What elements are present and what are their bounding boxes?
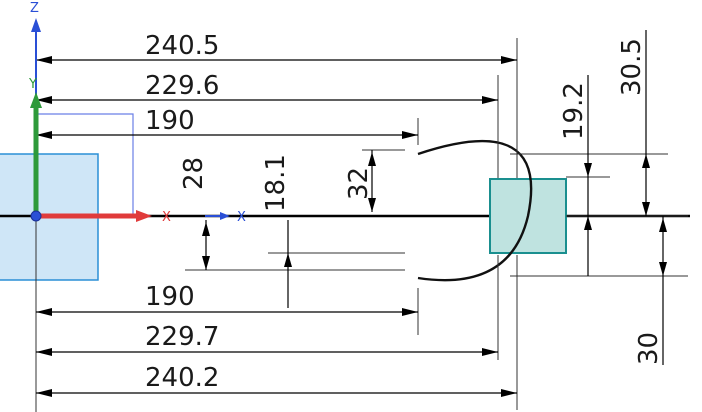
dim-label-30: 30 bbox=[634, 332, 664, 365]
y-axis-label: Y bbox=[28, 77, 37, 92]
dim-label-240-2: 240.2 bbox=[145, 363, 219, 393]
dim-bottom-240-2[interactable]: 240.2 bbox=[36, 363, 517, 397]
dim-vert-30-5[interactable]: 30.5 bbox=[617, 30, 650, 216]
dim-label-190-top: 190 bbox=[145, 106, 195, 136]
dim-vert-30[interactable]: 30 bbox=[634, 216, 667, 365]
dim-label-229-7: 229.7 bbox=[145, 322, 219, 352]
dim-label-19-2: 19.2 bbox=[559, 82, 589, 140]
dim-vert-28[interactable]: 28 bbox=[179, 157, 210, 270]
origin-point[interactable] bbox=[30, 210, 42, 222]
dim-label-32: 32 bbox=[344, 167, 374, 200]
dim-bottom-190[interactable]: 190 bbox=[36, 282, 418, 316]
dim-label-28: 28 bbox=[179, 157, 209, 190]
c-curve-part bbox=[417, 140, 533, 282]
part-square bbox=[489, 178, 567, 254]
dim-top-229-6[interactable]: 229.6 bbox=[36, 71, 498, 104]
dim-top-190[interactable]: 190 bbox=[36, 106, 418, 139]
dim-bottom-229-7[interactable]: 229.7 bbox=[36, 322, 498, 356]
dim-label-30-5: 30.5 bbox=[617, 38, 647, 96]
x-secondary-label: X bbox=[237, 210, 246, 225]
dim-vert-19-2[interactable]: 19.2 bbox=[559, 75, 592, 276]
x-secondary-axis: X bbox=[205, 210, 246, 225]
dim-label-229-6: 229.6 bbox=[145, 71, 219, 101]
y-axis: Y bbox=[28, 77, 42, 216]
x-axis: X bbox=[36, 210, 171, 225]
dim-vert-32[interactable]: 32 bbox=[344, 150, 376, 212]
x-axis-label: X bbox=[162, 210, 171, 225]
z-axis-label: Z bbox=[30, 1, 39, 16]
dim-label-240-5: 240.5 bbox=[145, 31, 219, 61]
dim-vert-18-1[interactable]: 18.1 bbox=[261, 154, 292, 308]
dim-label-190-bottom: 190 bbox=[145, 282, 195, 312]
dim-top-240-5[interactable]: 240.5 bbox=[36, 31, 517, 64]
dim-label-18-1: 18.1 bbox=[261, 154, 291, 212]
y-plane-guide bbox=[36, 113, 134, 216]
